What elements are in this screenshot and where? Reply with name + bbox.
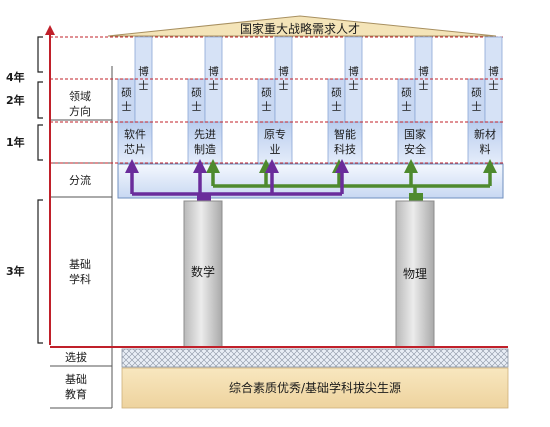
- phd-label-char: 博: [488, 65, 499, 78]
- field-name-line: 先进: [194, 128, 216, 141]
- basic-subject-line1: 基础: [69, 258, 91, 271]
- master-label-char: 硕: [471, 87, 482, 99]
- split-label: 分流: [69, 173, 91, 187]
- year-brackets: [37, 36, 43, 344]
- field-box: [257, 121, 293, 164]
- field-name-line: 安全: [404, 142, 426, 156]
- master-label-char: 士: [471, 100, 482, 113]
- field-name-line: 制造: [194, 142, 216, 156]
- roof-title: 国家重大战略需求人才: [240, 21, 360, 36]
- master-label-char: 硕: [191, 87, 202, 99]
- field-box: [117, 121, 153, 164]
- phd-label-char: 士: [278, 79, 289, 92]
- phd-label-char: 博: [208, 65, 219, 78]
- basic-edu-line2: 教育: [65, 387, 87, 401]
- pillar-physics-label: 物理: [403, 267, 427, 281]
- domain-label-line2: 方向: [69, 104, 91, 118]
- phd-label-char: 博: [418, 65, 429, 78]
- selection-label: 选拔: [65, 350, 87, 364]
- master-label-char: 士: [401, 100, 412, 113]
- master-label-char: 士: [331, 100, 342, 113]
- field-name-line: 业: [270, 143, 281, 156]
- phd-label-char: 士: [488, 79, 499, 92]
- field-name-line: 料: [480, 142, 491, 156]
- phd-label-char: 士: [208, 79, 219, 92]
- pillar-physics: [395, 200, 435, 348]
- phd-label-char: 博: [278, 65, 289, 78]
- master-label-char: 士: [261, 100, 272, 113]
- field-columns: 博士硕士软件芯片博士硕士先进制造博士硕士原专业博士硕士智能科技博士硕士国家安全博…: [117, 36, 503, 164]
- foundation-block: [121, 367, 509, 409]
- physics-branch-node: [409, 193, 423, 202]
- basic-subject-line2: 学科: [69, 272, 91, 286]
- field-box: [467, 121, 503, 164]
- master-label-char: 士: [121, 100, 132, 113]
- selection-band: [121, 348, 509, 368]
- field-name-line: 软件: [124, 127, 146, 141]
- phd-label-char: 士: [418, 79, 429, 92]
- roof: [107, 15, 497, 37]
- field-name-line: 新材: [474, 127, 496, 141]
- phd-label-char: 士: [348, 79, 359, 92]
- field-name-line: 原专: [264, 127, 286, 141]
- field-name-line: 科技: [334, 142, 356, 156]
- master-label-char: 硕: [331, 87, 342, 99]
- domain-label-line1: 领域: [69, 90, 91, 103]
- pillar-math-label: 数学: [191, 264, 215, 279]
- phd-label-char: 博: [138, 65, 149, 78]
- master-label-char: 士: [191, 100, 202, 113]
- field-name-line: 智能: [334, 127, 356, 141]
- basic-edu-line1: 基础: [65, 373, 87, 386]
- master-label-char: 硕: [261, 87, 272, 99]
- field-name-line: 国家: [404, 127, 426, 141]
- foundation-text: 综合素质优秀/基础学科拔尖生源: [229, 380, 401, 395]
- phd-label-char: 士: [138, 79, 149, 92]
- pillar-math: [183, 200, 223, 348]
- year-2-label: 2年: [6, 93, 25, 107]
- year-3-label: 3年: [6, 264, 25, 278]
- phd-label-char: 博: [348, 65, 359, 78]
- field-name-line: 芯片: [124, 142, 146, 156]
- master-label-char: 硕: [401, 87, 412, 99]
- master-label-char: 硕: [121, 87, 132, 99]
- year-4-label: 4年: [6, 70, 25, 84]
- year-1-label: 1年: [6, 135, 25, 149]
- math-branch-node: [197, 193, 211, 201]
